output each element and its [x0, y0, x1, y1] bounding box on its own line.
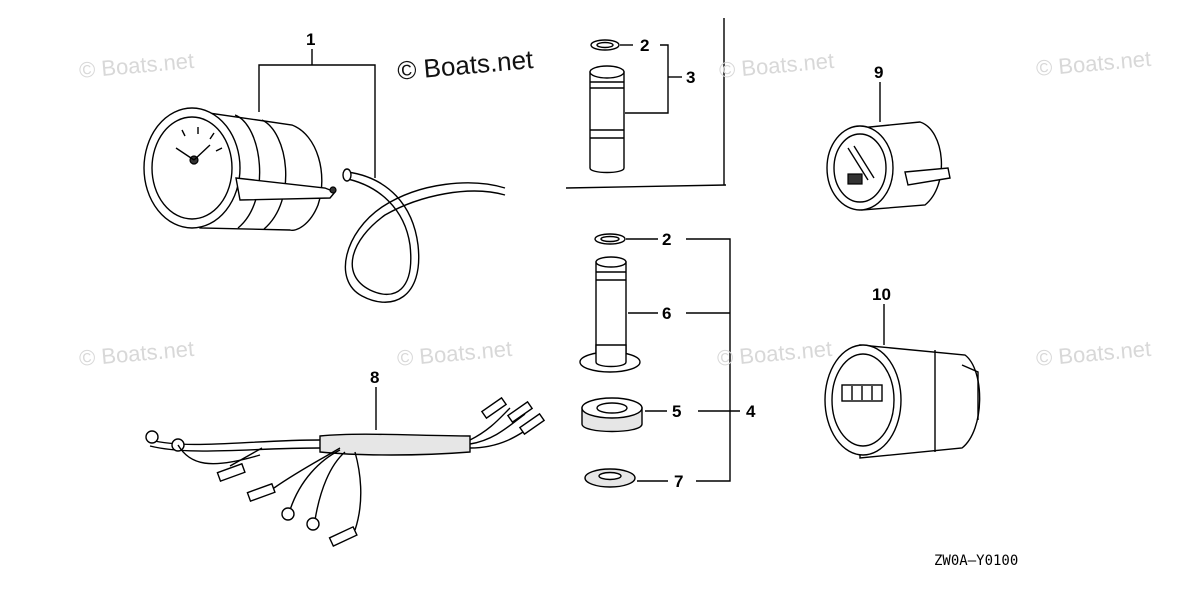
part-10-hour-meter	[824, 304, 981, 459]
callout-7: 7	[674, 472, 684, 491]
callout-8: 8	[370, 368, 380, 387]
diagram-code: ZW0A—Y0100	[934, 553, 1019, 569]
callout-5: 5	[672, 402, 682, 421]
callout-2-upper: 2	[640, 36, 650, 55]
callout-3: 3	[686, 68, 696, 87]
lower-fitting-group	[579, 233, 740, 488]
callout-6: 6	[662, 304, 672, 323]
callout-2-lower: 2	[662, 230, 672, 249]
part-9-gauge	[826, 82, 951, 211]
callout-1: 1	[306, 30, 316, 49]
part-8-wire-harness	[145, 387, 546, 547]
callout-4: 4	[746, 402, 756, 421]
callout-10: 10	[872, 285, 891, 304]
upper-fitting-group	[565, 18, 727, 189]
callout-9: 9	[874, 63, 884, 82]
part-1-gauge-assembly	[143, 49, 506, 303]
